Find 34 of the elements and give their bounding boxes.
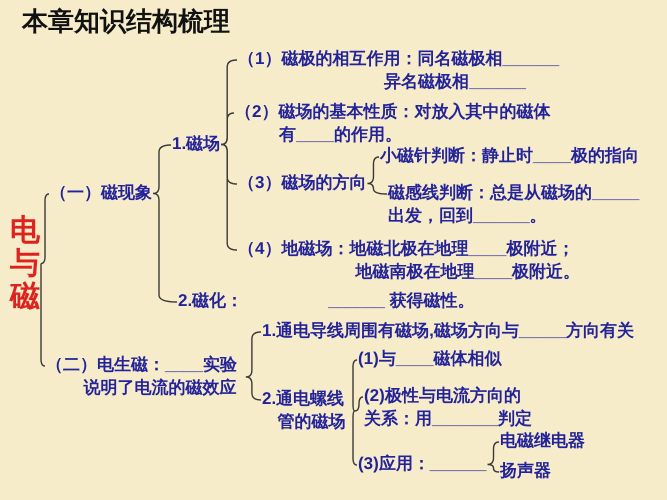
brace-branch bbox=[367, 156, 380, 184]
brace-branch bbox=[246, 376, 262, 401]
topic-text: 1.通电导线周围有磁场,磁场方向与_____方向有关 bbox=[262, 320, 634, 343]
topic-text: （3）磁场的方向 bbox=[238, 172, 366, 195]
topic-text: 1.磁场 bbox=[172, 133, 220, 156]
topic-text: (1)与____磁体相似 bbox=[358, 348, 502, 371]
topic-text: 异名磁极相______ bbox=[383, 70, 528, 93]
brace-branch bbox=[354, 396, 364, 412]
brace-branch bbox=[152, 192, 178, 303]
topic-text: 地磁南极在地理____极附近。 bbox=[354, 260, 580, 283]
topic-text: （2）磁场的基本性质：对放入其中的磁体有____的作用。 bbox=[235, 101, 560, 147]
brace-branch bbox=[487, 441, 500, 466]
brace-branch bbox=[487, 464, 500, 473]
topic-text: ______ 获得磁性。 bbox=[328, 290, 475, 312]
diagram-title: 本章知识结构梳理 bbox=[22, 5, 230, 38]
topic-text: (2)极性与电流方向的关系：用_______判定 bbox=[364, 385, 536, 431]
brace-branch bbox=[40, 264, 46, 367]
topic-text: (3)应用：______ bbox=[358, 453, 487, 476]
brace-branch bbox=[352, 410, 358, 466]
topic-text: （一）磁现象 bbox=[50, 182, 152, 205]
topic-text: 扬声器 bbox=[500, 460, 551, 483]
brace-branch bbox=[221, 112, 234, 146]
topic-text: 电磁继电器 bbox=[500, 430, 585, 453]
topic-text: 小磁针判断：静止时____极的指向 bbox=[380, 145, 639, 168]
topic-text: 磁感线判断：总是从磁场的_____出发，回到______。 bbox=[388, 182, 648, 228]
topic-text: 2.通电螺线管的磁场 bbox=[262, 388, 354, 434]
root-topic: 电与磁 bbox=[10, 214, 40, 313]
brace-branch bbox=[40, 193, 50, 264]
topic-text: （二）电生磁：____实验说明了电流的磁效应 bbox=[46, 354, 245, 400]
topic-text: （1）磁极的相互作用：同名磁极相______ bbox=[238, 48, 560, 70]
topic-text: （4）地磁场：地磁北极在地理____极附近； bbox=[238, 238, 576, 260]
brace-branch bbox=[352, 359, 358, 412]
topic-text: 2.磁化： bbox=[178, 290, 244, 312]
brace-branch bbox=[367, 182, 388, 195]
